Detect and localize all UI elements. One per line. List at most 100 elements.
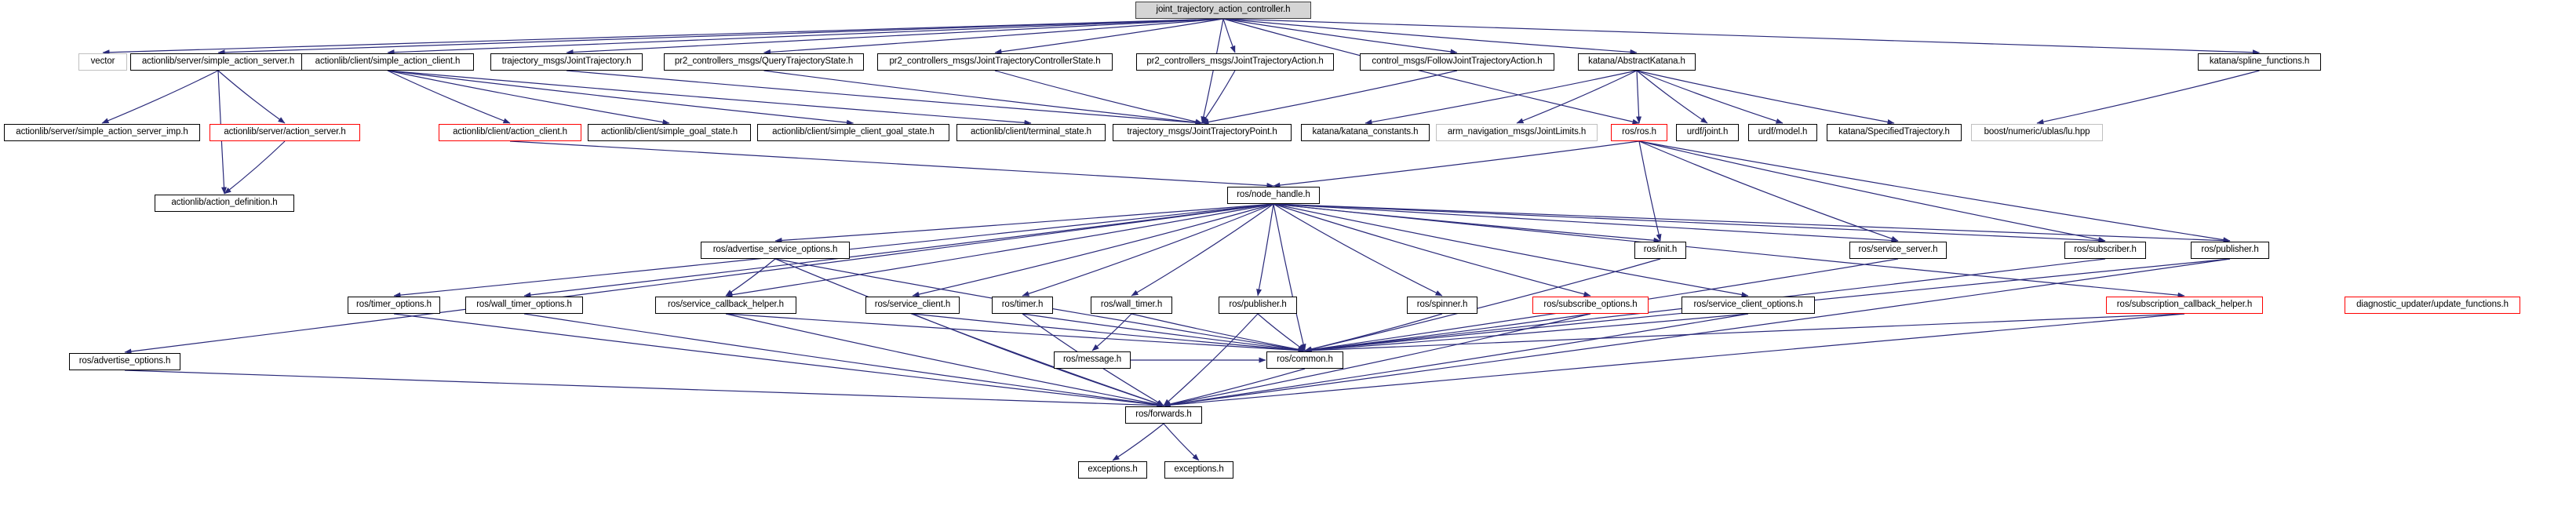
graph-edge: [1222, 18, 1236, 53]
graph-edge: [1163, 313, 1259, 406]
graph-edge: [763, 70, 1203, 126]
graph-node-n40[interactable]: ros/subscribe_options.h: [1532, 297, 1649, 314]
graph-node-n21[interactable]: urdf/joint.h: [1676, 124, 1739, 141]
graph-node-n17[interactable]: trajectory_msgs/JointTrajectoryPoint.h: [1113, 124, 1292, 141]
graph-edge: [1201, 18, 1224, 124]
graph-node-n37[interactable]: ros/wall_timer.h: [1091, 297, 1172, 314]
graph-node-n20[interactable]: ros/ros.h: [1611, 124, 1667, 141]
graph-node-n46[interactable]: ros/advertise_options.h: [69, 353, 180, 370]
graph-edge: [1636, 70, 1642, 124]
graph-node-n2[interactable]: actionlib/server/simple_action_server.h: [130, 53, 306, 71]
graph-node-n11[interactable]: actionlib/server/simple_action_server_im…: [4, 124, 200, 141]
graph-edge: [566, 70, 1203, 126]
graph-edge: [1222, 18, 1638, 55]
graph-node-n3[interactable]: actionlib/client/simple_action_client.h: [301, 53, 474, 71]
graph-edge: [387, 70, 854, 126]
graph-edge: [217, 70, 286, 124]
graph-edge: [1304, 313, 2185, 354]
graph-node-n14[interactable]: actionlib/client/simple_goal_state.h: [588, 124, 751, 141]
graph-edge: [1163, 423, 1200, 461]
graph-node-n44[interactable]: ros/message.h: [1054, 351, 1131, 369]
graph-edge: [1257, 313, 1306, 351]
graph-node-n18[interactable]: katana/katana_constants.h: [1301, 124, 1430, 141]
graph-node-n24[interactable]: actionlib/action_definition.h: [155, 195, 294, 212]
graph-edge: [994, 18, 1224, 55]
graph-node-n16[interactable]: actionlib/client/terminal_state.h: [956, 124, 1106, 141]
graph-edge: [994, 70, 1203, 125]
graph-edge: [523, 203, 1274, 298]
graph-edge: [1273, 140, 1640, 188]
graph-node-n34[interactable]: ros/service_callback_helper.h: [655, 297, 796, 314]
graph-node-n43[interactable]: diagnostic_updater/update_functions.h: [2345, 297, 2520, 314]
graph-edge: [101, 70, 219, 124]
graph-edge: [387, 70, 1032, 126]
graph-edge: [1112, 423, 1164, 461]
graph-edge: [1636, 70, 1784, 124]
graph-edge: [1636, 70, 1708, 124]
graph-node-n27[interactable]: ros/advertise_service_options.h: [701, 242, 850, 259]
graph-node-n48[interactable]: exceptions.h: [1078, 461, 1147, 479]
graph-node-n33[interactable]: ros/wall_timer_options.h: [465, 297, 583, 314]
graph-node-n47[interactable]: ros/forwards.h: [1125, 406, 1202, 424]
graph-edge: [1636, 70, 1895, 125]
graph-node-n49[interactable]: exceptions.h: [1164, 461, 1233, 479]
graph-edge: [1256, 203, 1274, 297]
graph-edge: [1091, 313, 1132, 351]
graph-node-n9[interactable]: katana/AbstractKatana.h: [1578, 53, 1696, 71]
graph-edge: [387, 70, 670, 126]
graph-edge: [1273, 203, 1899, 244]
graph-node-n12[interactable]: actionlib/server/action_server.h: [210, 124, 360, 141]
graph-edge: [2036, 70, 2260, 125]
graph-node-n8[interactable]: control_msgs/FollowJointTrajectoryAction…: [1360, 53, 1554, 71]
graph-edge: [725, 258, 776, 297]
graph-edge: [1131, 203, 1274, 297]
graph-edge: [1131, 313, 1306, 352]
graph-edge: [224, 140, 286, 195]
graph-node-n15[interactable]: actionlib/client/simple_client_goal_stat…: [757, 124, 949, 141]
graph-node-n28[interactable]: ros/init.h: [1634, 242, 1686, 259]
graph-node-n39[interactable]: ros/spinner.h: [1407, 297, 1477, 314]
graph-edge: [124, 370, 1164, 409]
graph-node-n31[interactable]: ros/publisher.h: [2191, 242, 2269, 259]
graph-edge: [1273, 203, 2185, 298]
graph-node-n1[interactable]: vector: [78, 53, 127, 71]
graph-node-n45[interactable]: ros/common.h: [1266, 351, 1343, 369]
graph-node-n4[interactable]: trajectory_msgs/JointTrajectory.h: [490, 53, 643, 71]
graph-node-n6[interactable]: pr2_controllers_msgs/JointTrajectoryCont…: [877, 53, 1113, 71]
graph-edge: [1163, 313, 1591, 407]
graph-edge: [912, 203, 1274, 297]
graph-edge: [1273, 203, 2231, 244]
graph-edge: [1273, 203, 1661, 243]
graph-node-n30[interactable]: ros/subscriber.h: [2064, 242, 2146, 259]
graph-node-n22[interactable]: urdf/model.h: [1748, 124, 1817, 141]
graph-edge: [1022, 313, 1306, 353]
graph-node-n10[interactable]: katana/spline_functions.h: [2198, 53, 2321, 71]
graph-edge: [1163, 313, 1749, 408]
graph-node-n26[interactable]: ros/node_handle.h: [1227, 187, 1320, 204]
graph-node-n23[interactable]: katana/SpecifiedTrajectory.h: [1827, 124, 1962, 141]
graph-node-n32[interactable]: ros/timer_options.h: [348, 297, 440, 314]
graph-edge: [1201, 70, 1458, 125]
graph-node-n19[interactable]: arm_navigation_msgs/JointLimits.h: [1436, 124, 1598, 141]
graph-node-n29[interactable]: ros/service_server.h: [1849, 242, 1947, 259]
graph-node-n5[interactable]: pr2_controllers_msgs/QueryTrajectoryStat…: [664, 53, 864, 71]
graph-node-n42[interactable]: ros/subscription_callback_helper.h: [2106, 297, 2263, 314]
graph-edge: [1273, 203, 1591, 297]
graph-edge: [1304, 313, 1591, 353]
graph-node-n41[interactable]: ros/service_client_options.h: [1682, 297, 1815, 314]
graph-node-n7[interactable]: pr2_controllers_msgs/JointTrajectoryActi…: [1136, 53, 1334, 71]
graph-edge: [1222, 18, 1640, 125]
graph-edge: [763, 18, 1224, 55]
graph-node-n35[interactable]: ros/service_client.h: [865, 297, 960, 314]
graph-edge: [1022, 203, 1274, 297]
graph-node-n38[interactable]: ros/publisher.h: [1219, 297, 1297, 314]
graph-node-n36[interactable]: ros/timer.h: [992, 297, 1053, 314]
graph-node-n25[interactable]: boost/numeric/ublas/lu.hpp: [1971, 124, 2103, 141]
graph-edge: [1638, 140, 2231, 243]
graph-node-n0[interactable]: joint_trajectory_action_controller.h: [1135, 2, 1311, 19]
graph-edge: [1638, 140, 2106, 242]
graph-node-n13[interactable]: actionlib/client/action_client.h: [439, 124, 581, 141]
graph-edge: [1365, 70, 1638, 125]
graph-edge: [1201, 70, 1236, 124]
